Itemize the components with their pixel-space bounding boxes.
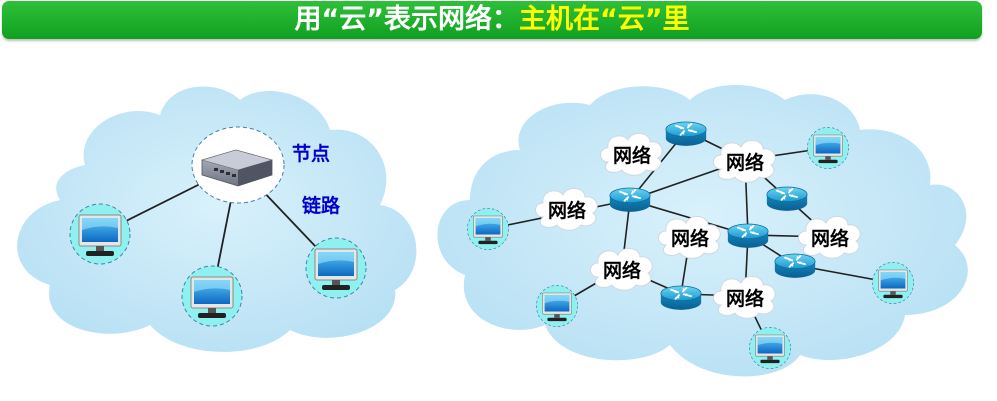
router-icon — [659, 285, 703, 311]
network-label: 网络 — [613, 144, 651, 167]
computer-monitor-icon — [807, 127, 849, 169]
network-label: 网络 — [671, 227, 709, 250]
computer-monitor-icon — [872, 262, 914, 304]
computer-monitor-icon — [467, 208, 509, 250]
network-label: 网络 — [603, 259, 641, 282]
computer-monitor-icon — [536, 285, 578, 327]
title-bar: 用“云”表示网络：主机在“云”里 — [2, 1, 982, 39]
router-icon — [664, 121, 708, 147]
network-label: 网络 — [726, 151, 764, 174]
switch-node-icon — [191, 126, 285, 204]
network-label: 网络 — [811, 227, 849, 250]
computer-monitor-icon — [181, 265, 243, 327]
title-part-2: 主机在“云”里 — [519, 4, 690, 35]
slide-title: 用“云”表示网络：主机在“云”里 — [2, 2, 982, 38]
network-label: 网络 — [548, 199, 586, 222]
network-label: 网络 — [726, 287, 764, 310]
title-part-1: 用“云”表示网络： — [294, 4, 520, 35]
computer-monitor-icon — [749, 327, 791, 369]
computer-monitor-icon — [305, 237, 367, 299]
router-icon — [726, 223, 770, 249]
link-label: 链路 — [302, 194, 341, 217]
router-icon — [773, 253, 817, 279]
network-clouds: 网络 网络 网络 网络 网络 网络 网络 — [535, 132, 861, 319]
router-icon — [765, 186, 809, 212]
computer-monitor-icon — [69, 203, 131, 265]
node-label: 节点 — [292, 143, 330, 165]
router-icon — [608, 187, 652, 213]
